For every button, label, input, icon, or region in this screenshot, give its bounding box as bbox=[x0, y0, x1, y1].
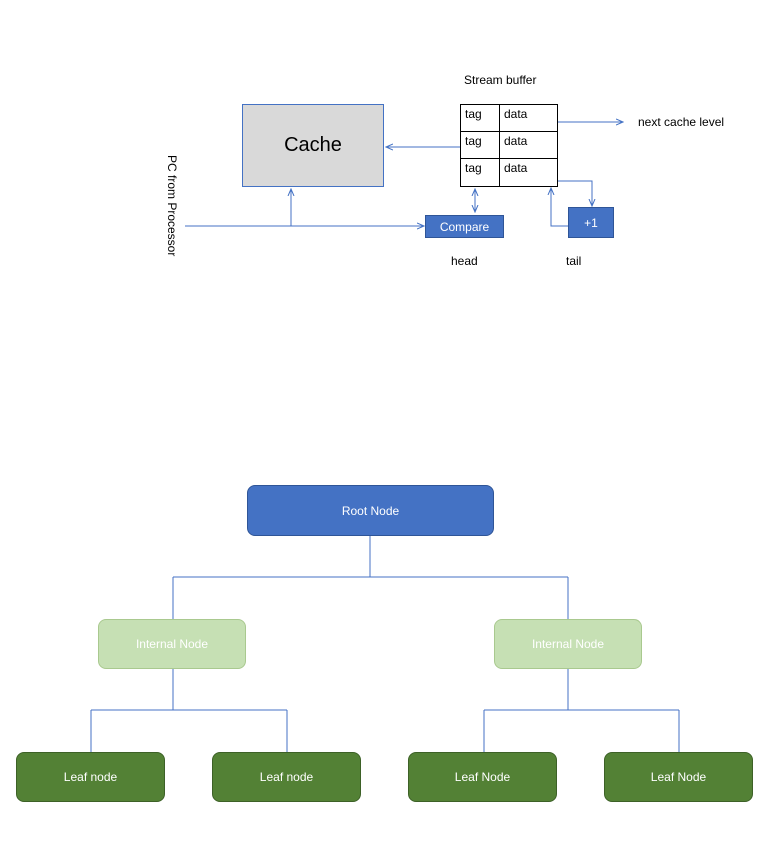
buffer-to-increment-line bbox=[558, 180, 592, 206]
buffer-data-cell: data bbox=[500, 105, 557, 132]
increment-block: +1 bbox=[568, 207, 614, 238]
leaf-node-4: Leaf Node bbox=[604, 752, 753, 802]
leaf-node-2: Leaf node bbox=[212, 752, 361, 802]
buffer-tag-cell: tag bbox=[461, 132, 500, 159]
buffer-data-cell: data bbox=[504, 161, 528, 175]
stream-buffer-title: Stream buffer bbox=[464, 73, 537, 87]
leaf-node-3: Leaf Node bbox=[408, 752, 557, 802]
buffer-data-cell: data bbox=[500, 132, 557, 159]
buffer-tag-cell: tag bbox=[461, 159, 500, 186]
buffer-tag-cell: tag bbox=[461, 105, 500, 132]
internal-node-left: Internal Node bbox=[98, 619, 246, 669]
stream-buffer-table: tag data tag data tag data bbox=[460, 104, 558, 187]
compare-block: Compare bbox=[425, 215, 504, 238]
leaf-node-1: Leaf node bbox=[16, 752, 165, 802]
next-cache-level-label: next cache level bbox=[638, 115, 725, 129]
internal-node-right: Internal Node bbox=[494, 619, 642, 669]
cache-label: Cache bbox=[284, 134, 342, 156]
head-label: head bbox=[451, 254, 478, 268]
tail-label: tail bbox=[566, 254, 582, 268]
tree-connectors bbox=[90, 536, 680, 752]
root-node: Root Node bbox=[247, 485, 494, 536]
increment-to-buffer-line bbox=[551, 188, 568, 227]
cache-block: Cache bbox=[242, 104, 384, 187]
